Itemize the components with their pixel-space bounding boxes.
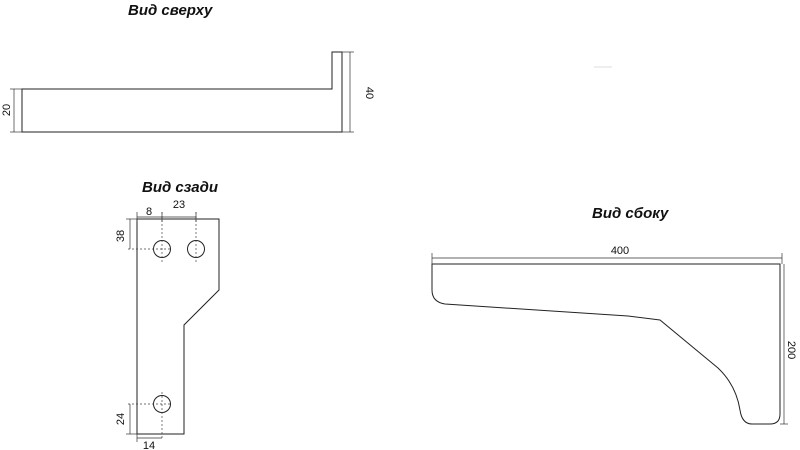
back-view-outline [136,218,220,435]
back-dim-8-label: 8 [146,206,152,218]
top-view-title: Вид сверху [128,2,213,19]
back-dim-24-label: 24 [115,413,127,425]
top-view: Вид сверху 20 40 [1,2,375,133]
top-dim-20-label: 20 [1,104,13,116]
top-view-outline [21,51,343,133]
back-view: Вид сзади 8 23 38 24 14 [115,179,220,450]
back-view-title: Вид сзади [142,179,218,196]
side-view-outline [431,263,781,425]
side-view: Вид сбоку 400 200 [431,205,797,425]
side-view-title: Вид сбоку [592,205,669,222]
back-dim-38-label: 38 [115,230,127,242]
back-dim-14-label: 14 [143,440,155,450]
side-dim-400-label: 400 [611,245,629,257]
top-dim-40-label: 40 [363,87,375,99]
side-dim-200-label: 200 [785,341,797,359]
back-dim-23-label: 23 [173,199,185,211]
